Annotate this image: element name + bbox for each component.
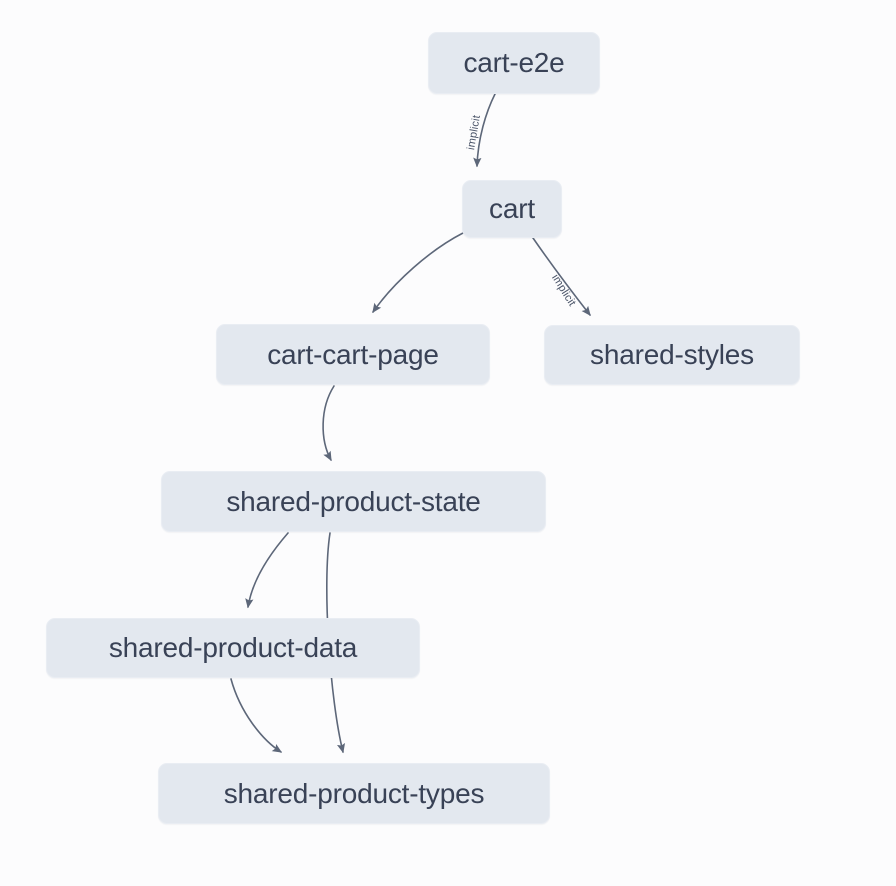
edge-cart-e2e-to-cart bbox=[473, 93, 496, 168]
edge-label-cart-e2e-to-cart: implicit bbox=[465, 114, 483, 151]
graph-node-shared-product-data[interactable]: shared-product-data bbox=[46, 618, 420, 678]
graph-node-label: shared-product-state bbox=[226, 485, 481, 517]
graph-node-label: cart-e2e bbox=[463, 47, 565, 78]
edge-cart-to-shared-styles bbox=[532, 237, 591, 317]
graph-node-label: shared-product-data bbox=[108, 632, 358, 663]
graph-node-shared-product-types[interactable]: shared-product-types bbox=[158, 763, 550, 824]
graph-node-shared-styles[interactable]: shared-styles bbox=[544, 325, 800, 385]
graph-node-label: shared-styles bbox=[590, 339, 754, 370]
graph-node-label: cart bbox=[489, 193, 535, 224]
edge-cart-cart-page-to-shared-product-state bbox=[322, 385, 335, 462]
graph-node-label: cart-cart-page bbox=[267, 338, 439, 370]
edge-cart-to-cart-cart-page bbox=[372, 232, 464, 314]
graph-node-cart-cart-page[interactable]: cart-cart-page bbox=[216, 324, 490, 385]
graph-node-label: shared-product-types bbox=[223, 777, 485, 809]
graph-node-cart[interactable]: cart bbox=[462, 180, 562, 238]
edge-label-cart-to-shared-styles: implicit bbox=[549, 272, 578, 308]
graph-node-cart-e2e[interactable]: cart-e2e bbox=[428, 32, 600, 94]
edge-shared-product-data-to-shared-product-types bbox=[230, 678, 283, 753]
edge-shared-product-state-to-shared-product-data bbox=[245, 532, 289, 609]
graph-node-shared-product-state[interactable]: shared-product-state bbox=[161, 471, 546, 532]
